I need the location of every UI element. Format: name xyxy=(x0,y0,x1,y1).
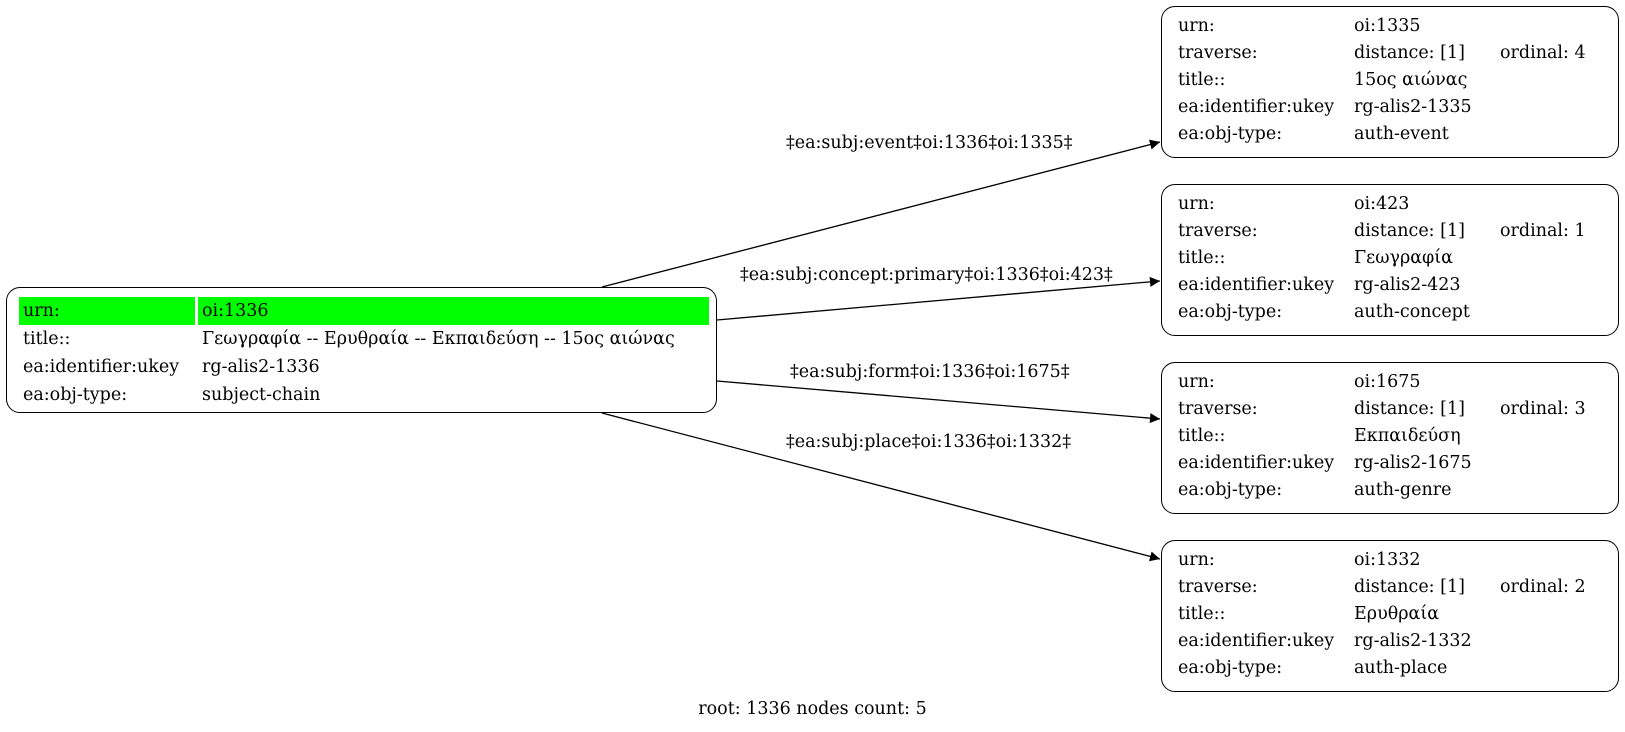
child-traverse-key: traverse: xyxy=(1178,399,1258,419)
child-ukey-key: ea:identifier:ukey xyxy=(1178,275,1335,295)
child-urn-row: urn: oi:1332 xyxy=(1174,547,1590,574)
child-traverse-row: traverse: distance: [1] ordinal: 2 xyxy=(1174,574,1590,601)
child-node-table: urn: oi:1332 traverse: distance: [1] ord… xyxy=(1174,547,1590,682)
edge-line-place xyxy=(601,412,1161,562)
child-ukey-value: rg-alis2-1675 xyxy=(1354,453,1472,473)
child-ordinal-value: ordinal: 1 xyxy=(1500,221,1586,241)
root-type-row: ea:obj-type: subject-chain xyxy=(19,381,709,409)
child-ordinal-value: ordinal: 3 xyxy=(1500,399,1586,419)
root-node[interactable]: urn: oi:1336 title:: Γεωγραφία -- Ερυθρα… xyxy=(6,287,717,413)
child-title-row: title:: 15ος αιώνας xyxy=(1174,67,1590,94)
child-traverse-row: traverse: distance: [1] ordinal: 1 xyxy=(1174,218,1590,245)
edge-line-concept xyxy=(716,276,1161,321)
child-type-key: ea:obj-type: xyxy=(1178,302,1283,322)
child-type-row: ea:obj-type: auth-event xyxy=(1174,121,1590,148)
child-urn-value: oi:1332 xyxy=(1354,550,1421,570)
child-distance-value: distance: [1] xyxy=(1354,577,1465,597)
root-urn-row: urn: oi:1336 xyxy=(19,297,709,325)
child-node-1675[interactable]: urn: oi:1675 traverse: distance: [1] ord… xyxy=(1161,362,1619,514)
child-urn-key: urn: xyxy=(1178,16,1215,36)
root-ukey-value: rg-alis2-1336 xyxy=(202,357,320,377)
child-ukey-value: rg-alis2-1335 xyxy=(1354,97,1472,117)
root-title-row: title:: Γεωγραφία -- Ερυθραία -- Εκπαιδε… xyxy=(19,325,709,353)
root-ukey-row: ea:identifier:ukey rg-alis2-1336 xyxy=(19,353,709,381)
child-title-value: Ερυθραία xyxy=(1354,604,1440,624)
child-title-value: Γεωγραφία xyxy=(1354,248,1453,268)
root-title-value: Γεωγραφία -- Ερυθραία -- Εκπαιδεύση -- 1… xyxy=(202,329,675,349)
child-ukey-row: ea:identifier:ukey rg-alis2-1675 xyxy=(1174,450,1590,477)
child-ordinal-value: ordinal: 2 xyxy=(1500,577,1586,597)
edge-label-place: ‡ea:subj:place‡oi:1336‡oi:1332‡ xyxy=(786,432,1071,452)
child-type-value: auth-concept xyxy=(1354,302,1470,322)
child-type-key: ea:obj-type: xyxy=(1178,480,1283,500)
child-urn-value: oi:423 xyxy=(1354,194,1410,214)
child-type-row: ea:obj-type: auth-concept xyxy=(1174,299,1590,326)
root-type-value: subject-chain xyxy=(202,385,321,405)
root-ukey-key: ea:identifier:ukey xyxy=(23,357,180,377)
root-urn-key: urn: xyxy=(19,297,198,325)
child-type-row: ea:obj-type: auth-place xyxy=(1174,655,1590,682)
child-distance-value: distance: [1] xyxy=(1354,399,1465,419)
child-traverse-key: traverse: xyxy=(1178,577,1258,597)
child-node-1332[interactable]: urn: oi:1332 traverse: distance: [1] ord… xyxy=(1161,540,1619,692)
child-title-row: title:: Γεωγραφία xyxy=(1174,245,1590,272)
edge-label-event: ‡ea:subj:event‡oi:1336‡oi:1335‡ xyxy=(786,133,1073,153)
edge-line-form xyxy=(716,380,1161,424)
child-urn-key: urn: xyxy=(1178,194,1215,214)
child-title-key: title:: xyxy=(1178,426,1226,446)
edge-label-concept: ‡ea:subj:concept:primary‡oi:1336‡oi:423‡ xyxy=(740,265,1113,285)
child-urn-row: urn: oi:423 xyxy=(1174,191,1590,218)
root-title-key: title:: xyxy=(23,329,71,349)
child-urn-value: oi:1675 xyxy=(1354,372,1421,392)
edge-line-event xyxy=(601,139,1161,288)
child-urn-value: oi:1335 xyxy=(1354,16,1421,36)
child-title-row: title:: Εκπαιδεύση xyxy=(1174,423,1590,450)
child-node-table: urn: oi:1335 traverse: distance: [1] ord… xyxy=(1174,13,1590,148)
child-ordinal-value: ordinal: 4 xyxy=(1500,43,1586,63)
child-type-value: auth-event xyxy=(1354,124,1449,144)
child-title-value: Εκπαιδεύση xyxy=(1354,426,1461,446)
root-type-key: ea:obj-type: xyxy=(23,385,128,405)
child-traverse-key: traverse: xyxy=(1178,43,1258,63)
child-ukey-row: ea:identifier:ukey rg-alis2-423 xyxy=(1174,272,1590,299)
child-ukey-value: rg-alis2-1332 xyxy=(1354,631,1472,651)
root-node-table: urn: oi:1336 title:: Γεωγραφία -- Ερυθρα… xyxy=(19,297,709,409)
child-ukey-row: ea:identifier:ukey rg-alis2-1335 xyxy=(1174,94,1590,121)
child-traverse-row: traverse: distance: [1] ordinal: 3 xyxy=(1174,396,1590,423)
child-title-key: title:: xyxy=(1178,248,1226,268)
edge-label-form: ‡ea:subj:form‡oi:1336‡oi:1675‡ xyxy=(790,362,1070,382)
child-title-key: title:: xyxy=(1178,604,1226,624)
child-urn-row: urn: oi:1335 xyxy=(1174,13,1590,40)
child-type-value: auth-genre xyxy=(1354,480,1452,500)
child-title-row: title:: Ερυθραία xyxy=(1174,601,1590,628)
child-distance-value: distance: [1] xyxy=(1354,43,1465,63)
child-urn-row: urn: oi:1675 xyxy=(1174,369,1590,396)
child-urn-key: urn: xyxy=(1178,550,1215,570)
child-urn-key: urn: xyxy=(1178,372,1215,392)
child-ukey-key: ea:identifier:ukey xyxy=(1178,631,1335,651)
child-node-423[interactable]: urn: oi:423 traverse: distance: [1] ordi… xyxy=(1161,184,1619,336)
child-distance-value: distance: [1] xyxy=(1354,221,1465,241)
child-traverse-row: traverse: distance: [1] ordinal: 4 xyxy=(1174,40,1590,67)
child-type-row: ea:obj-type: auth-genre xyxy=(1174,477,1590,504)
child-ukey-key: ea:identifier:ukey xyxy=(1178,453,1335,473)
child-title-value: 15ος αιώνας xyxy=(1354,70,1468,90)
child-title-key: title:: xyxy=(1178,70,1226,90)
child-type-key: ea:obj-type: xyxy=(1178,658,1283,678)
child-ukey-row: ea:identifier:ukey rg-alis2-1332 xyxy=(1174,628,1590,655)
graph-footer: root: 1336 nodes count: 5 xyxy=(698,699,927,719)
child-type-value: auth-place xyxy=(1354,658,1448,678)
child-node-table: urn: oi:1675 traverse: distance: [1] ord… xyxy=(1174,369,1590,504)
root-urn-value: oi:1336 xyxy=(198,297,709,325)
child-node-1335[interactable]: urn: oi:1335 traverse: distance: [1] ord… xyxy=(1161,6,1619,158)
child-ukey-value: rg-alis2-423 xyxy=(1354,275,1461,295)
child-type-key: ea:obj-type: xyxy=(1178,124,1283,144)
child-ukey-key: ea:identifier:ukey xyxy=(1178,97,1335,117)
child-node-table: urn: oi:423 traverse: distance: [1] ordi… xyxy=(1174,191,1590,326)
child-traverse-key: traverse: xyxy=(1178,221,1258,241)
